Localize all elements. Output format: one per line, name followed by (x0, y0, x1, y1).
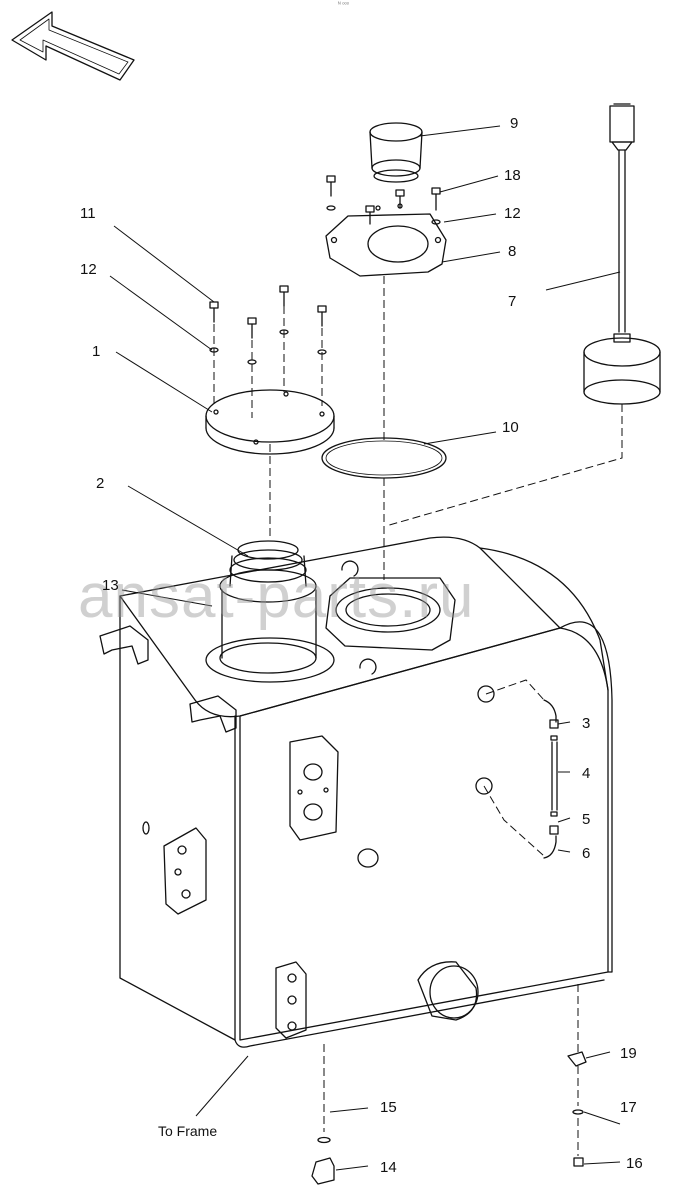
tank-flange (325, 560, 456, 675)
callout-5: 5 (582, 811, 591, 828)
tank-body (119, 536, 613, 1048)
sight-gauge (475, 685, 559, 859)
callout-18: 18 (504, 167, 521, 184)
mounting-brackets (99, 625, 237, 733)
callout-13: 13 (102, 577, 119, 594)
orientation-arrow-icon (11, 11, 135, 81)
breather-assembly (325, 122, 447, 277)
callout-12-left: 12 (80, 261, 97, 278)
callout-16: 16 (626, 1155, 643, 1172)
callout-4: 4 (582, 765, 591, 782)
gasket-ring (321, 437, 447, 479)
callout-10: 10 (502, 419, 519, 436)
callout-11: 11 (80, 205, 96, 222)
callout-1: 1 (92, 343, 101, 360)
front-ports (142, 735, 379, 1039)
cover-plate (205, 285, 335, 455)
callout-17: 17 (620, 1099, 637, 1116)
top-mark: ᴺ ᵒᵒᵒ (338, 2, 350, 8)
drain-plug (311, 1136, 335, 1185)
callout-7: 7 (508, 293, 517, 310)
callout-3: 3 (582, 715, 591, 732)
callout-15: 15 (380, 1099, 397, 1116)
callout-8: 8 (508, 243, 517, 260)
watermark: ansat-parts.ru (78, 562, 475, 631)
callout-14: 14 (380, 1159, 397, 1176)
level-sensor (583, 103, 661, 405)
callout-2: 2 (96, 475, 105, 492)
callout-9: 9 (510, 115, 519, 132)
drain-boss (417, 961, 479, 1021)
callout-6: 6 (582, 845, 591, 862)
callout-12-right: 12 (504, 205, 521, 222)
filler-neck (205, 540, 335, 683)
to-frame-note: To Frame (158, 1123, 218, 1139)
frame-fasteners (567, 1051, 587, 1167)
callout-19: 19 (620, 1045, 637, 1062)
